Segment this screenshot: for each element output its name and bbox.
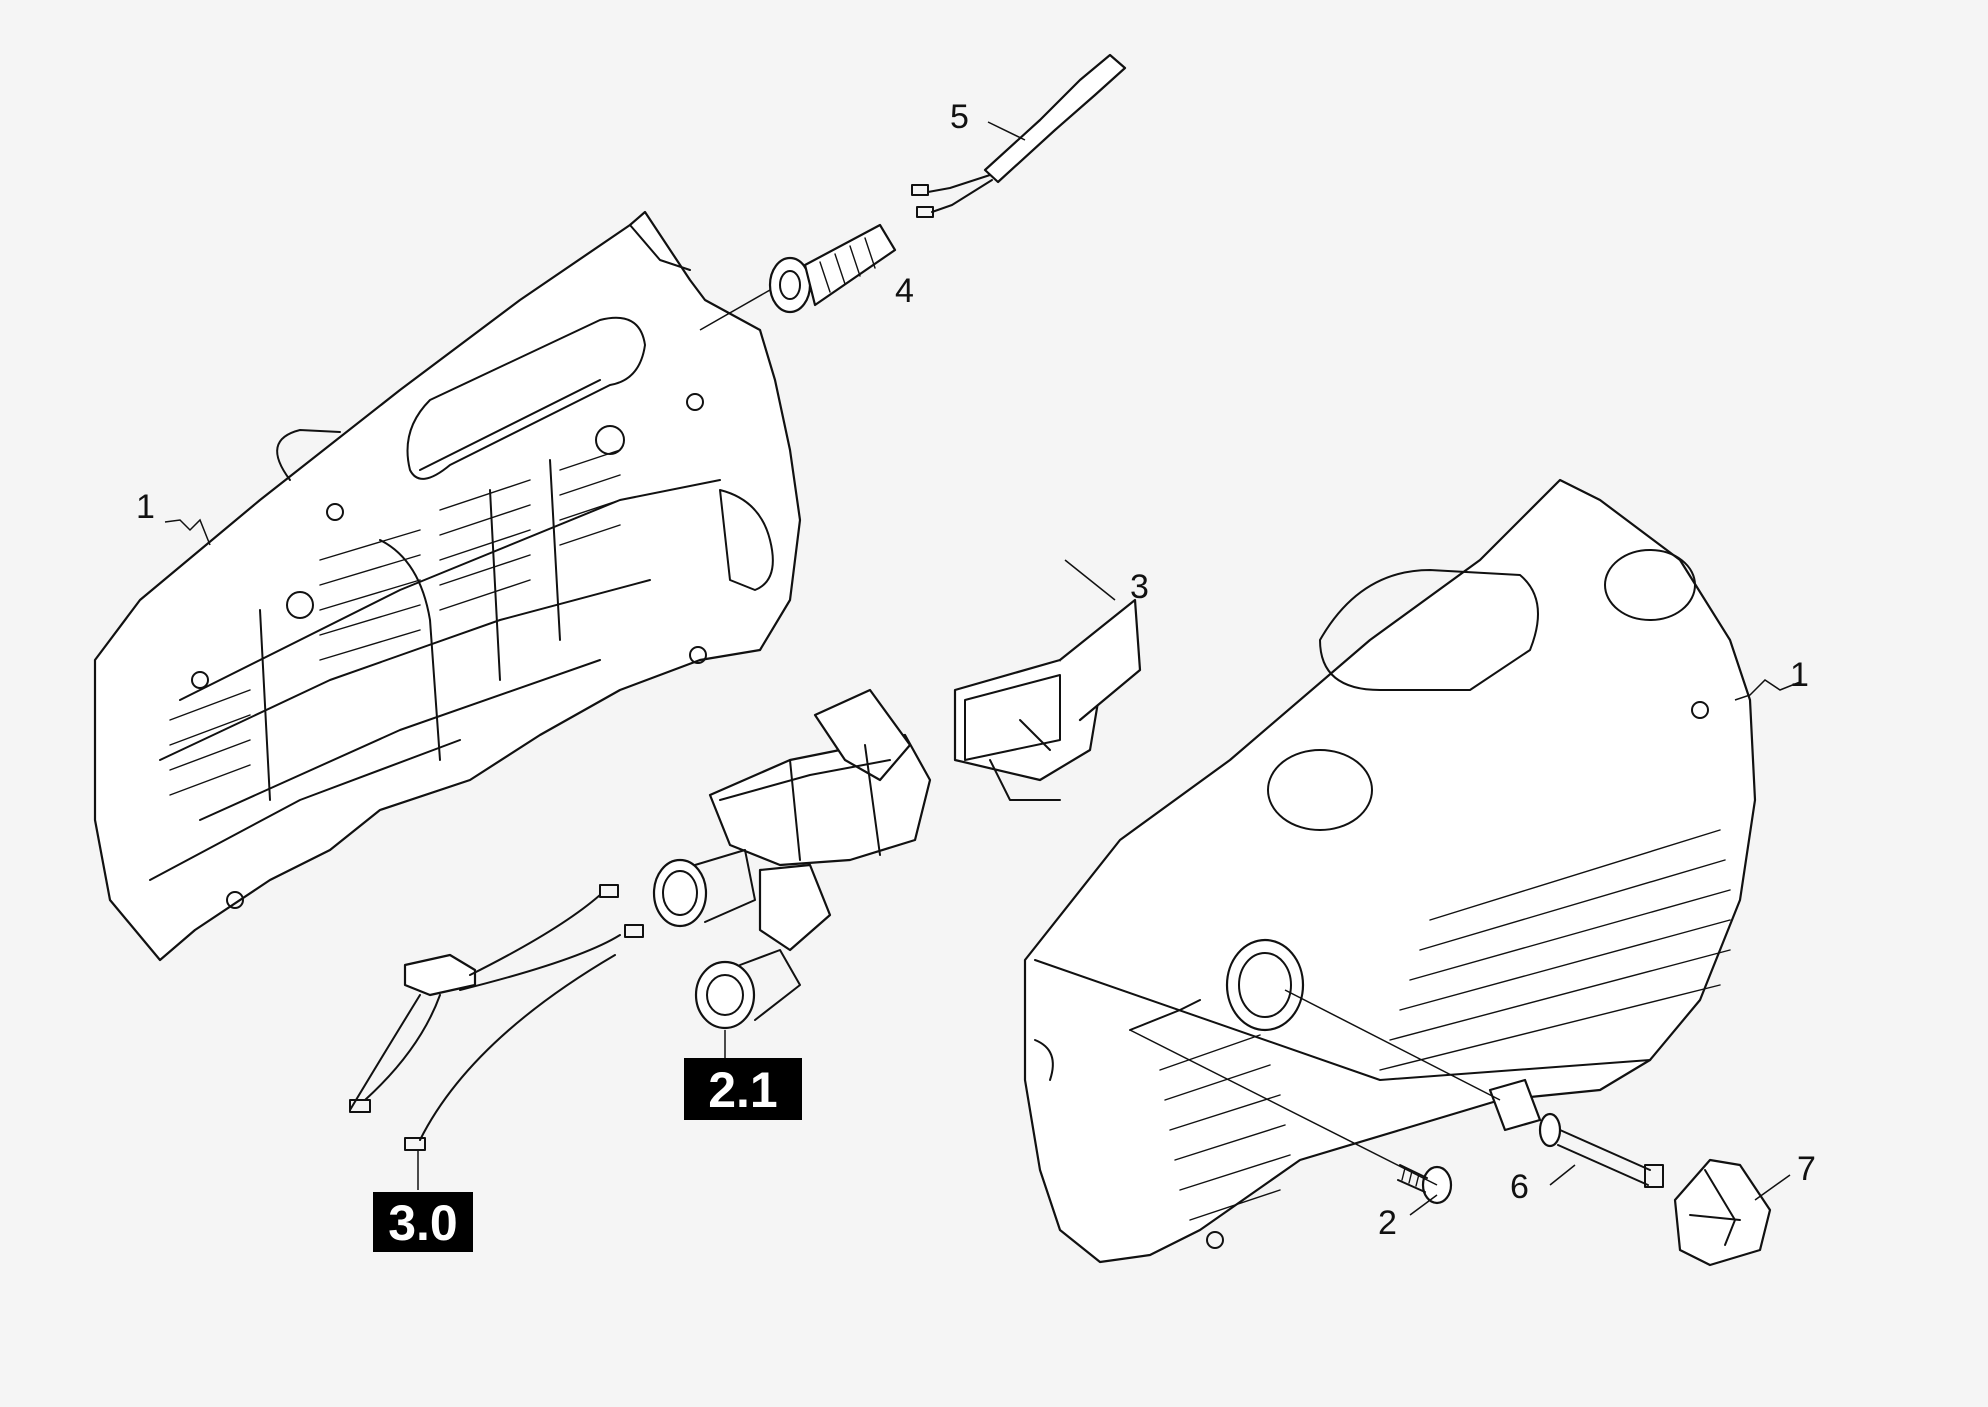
wiring xyxy=(349,884,644,1190)
callout-rod: 6 xyxy=(1510,1168,1529,1206)
ref-wiring-box xyxy=(373,1192,473,1252)
ref-pump-assembly-box xyxy=(684,1058,802,1120)
screw xyxy=(1129,1029,1453,1205)
callout-housing-right: 1 xyxy=(1790,656,1809,694)
callout-power-cable: 5 xyxy=(950,98,969,136)
switch xyxy=(953,598,1142,801)
knob xyxy=(1673,1158,1772,1267)
callout-housing-left: 1 xyxy=(136,488,155,526)
callout-knob: 7 xyxy=(1797,1150,1816,1188)
callout-switch: 3 xyxy=(1130,568,1149,606)
callout-cable-gland: 4 xyxy=(895,272,914,310)
housing-right xyxy=(1023,478,1757,1264)
housing-left xyxy=(93,210,802,962)
cable-gland xyxy=(699,223,897,331)
ref-pump-assembly: 2.1 xyxy=(684,1058,802,1120)
ref-pump-assembly-label: 2.1 xyxy=(708,1062,778,1118)
callouts: 1 1 2 3 4 5 6 7 xyxy=(136,98,1816,1242)
callout-leaders xyxy=(164,121,1801,1216)
rod xyxy=(1284,989,1664,1188)
ref-wiring-label: 3.0 xyxy=(388,1195,458,1251)
power-cable xyxy=(911,53,1127,218)
callout-screw: 2 xyxy=(1378,1204,1397,1242)
ref-wiring: 3.0 xyxy=(373,1192,473,1252)
pump-assembly xyxy=(652,688,932,1065)
